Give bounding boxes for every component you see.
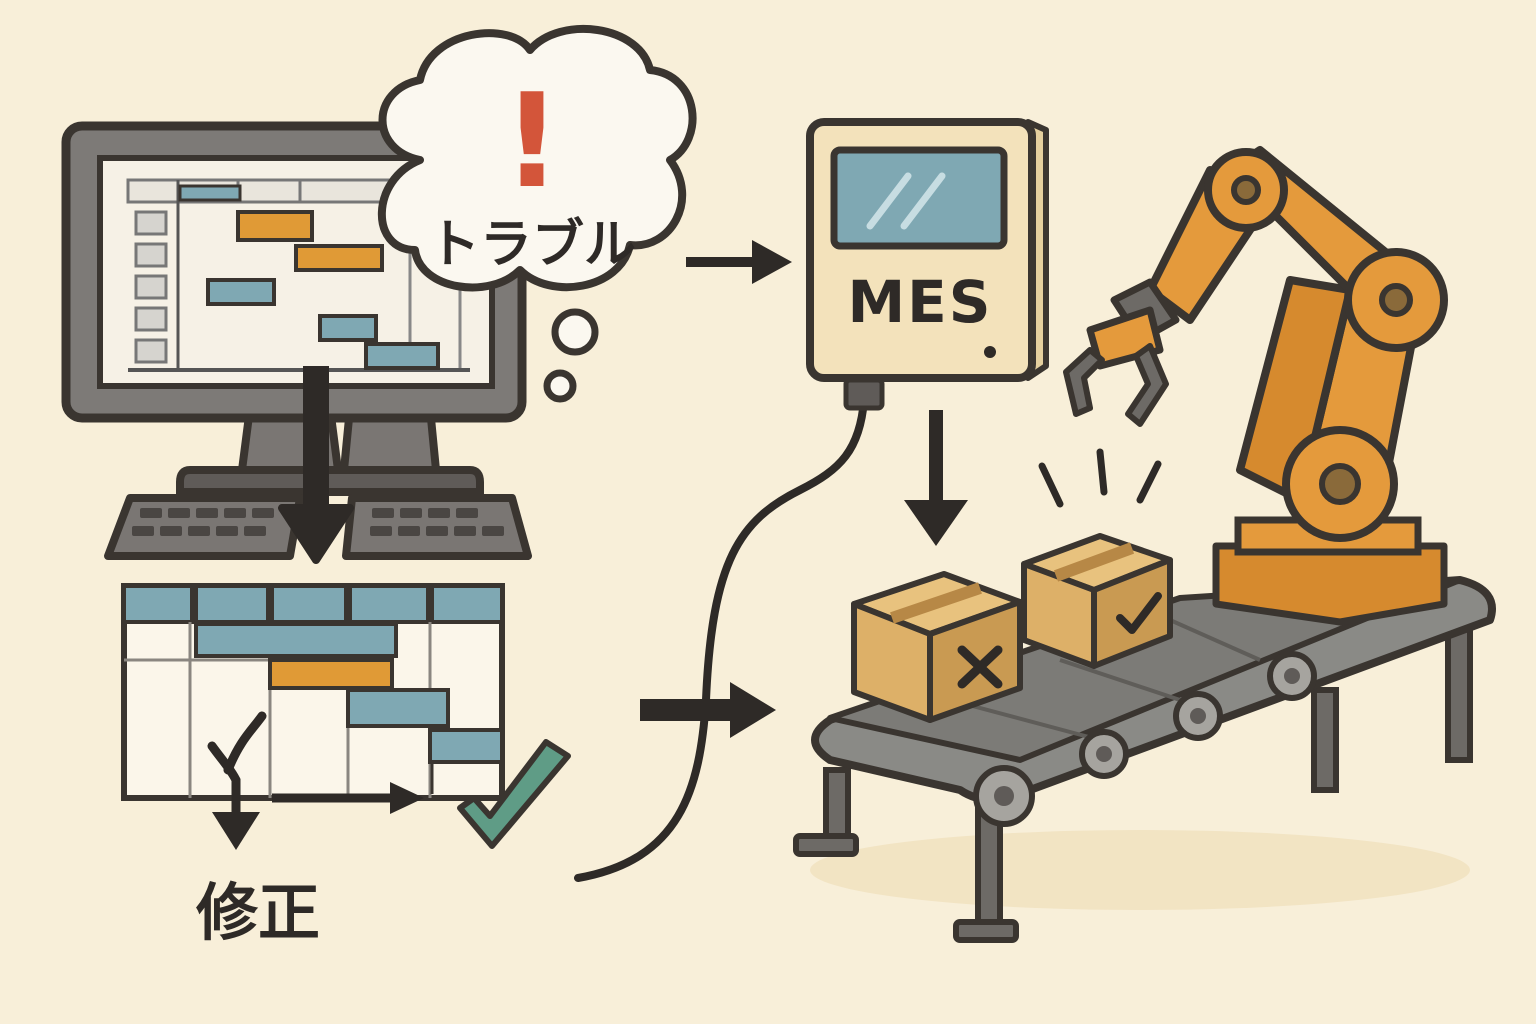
arrow-right-to-mes	[686, 240, 792, 284]
mes-label: MES	[847, 268, 992, 336]
alert-mark: !	[502, 65, 561, 217]
flow-connector	[574, 377, 885, 882]
box-check-icon	[1021, 448, 1173, 669]
trouble-label: トラブル	[428, 215, 636, 275]
box-x-icon	[851, 571, 1023, 723]
thought-bubble-icon: ! トラブル	[377, 25, 697, 403]
correction-label: 修正	[196, 876, 320, 949]
mes-terminal-icon: MES	[806, 118, 1049, 382]
check-icon	[457, 739, 571, 849]
arrow-down-to-schedule	[278, 366, 354, 564]
robot-arm-icon	[1063, 146, 1448, 626]
arrow-down-to-conveyor	[904, 410, 968, 546]
keyboard-icon	[104, 494, 532, 560]
conveyor-belt-icon	[793, 576, 1496, 943]
correction-flow	[207, 711, 424, 850]
gantt-chart-icon	[121, 583, 505, 801]
